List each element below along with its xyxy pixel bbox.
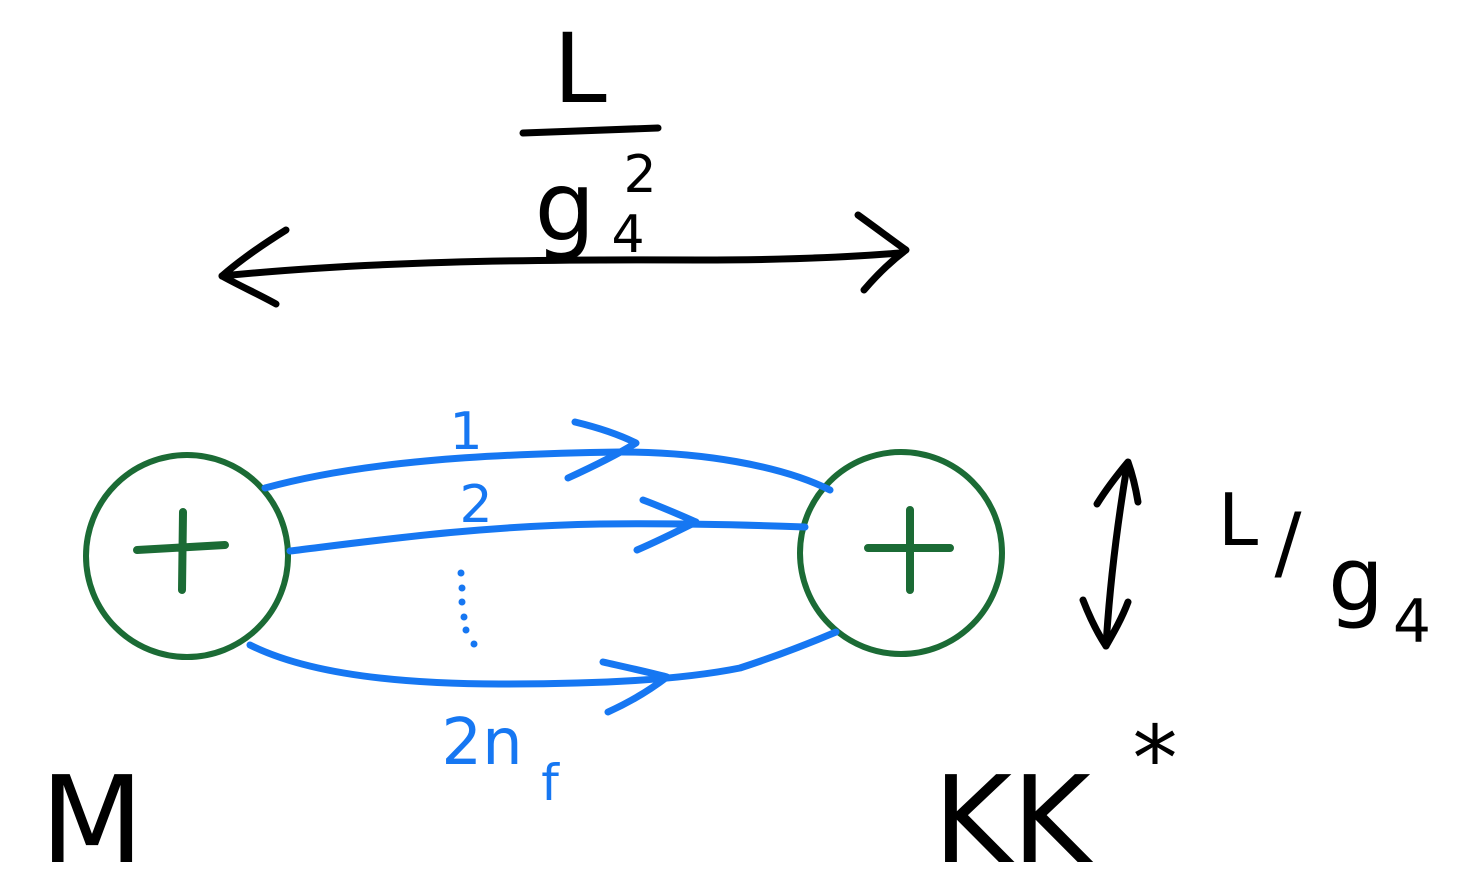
separation-denominator-base: g: [535, 151, 596, 263]
flux-label-2: 2: [459, 475, 492, 535]
size-subscript: 4: [1393, 587, 1431, 657]
size-arrowhead-top: [1093, 458, 1142, 508]
flux-label-2nf: 2n: [441, 706, 522, 780]
flux-arrowhead-top: [564, 418, 640, 482]
size-numerator: L: [1218, 478, 1258, 562]
monopole-right-label: KK: [933, 752, 1094, 891]
flux-label-1: 1: [449, 402, 482, 462]
separation-label: L g 2 4: [519, 13, 662, 265]
monopole-left-circle: [83, 452, 291, 660]
flux-line-middle: [286, 520, 809, 555]
separation-denominator-subscript: 4: [611, 205, 644, 265]
size-label: L / g 4: [1218, 478, 1431, 657]
flux-lines: [246, 418, 840, 716]
monopole-right-superscript: *: [1133, 707, 1178, 812]
separation-double-arrow: [218, 211, 910, 308]
separation-fraction-bar: [519, 124, 662, 137]
size-slash: /: [1275, 496, 1302, 589]
flux-ellipsis: [457, 569, 478, 648]
monopole-left: [83, 452, 291, 660]
flux-labels: 1 2 2n f: [441, 402, 560, 812]
flux-line-top: [261, 448, 834, 494]
flux-arrowhead-bottom: [599, 658, 671, 716]
flux-label-2nf-subscript: f: [541, 754, 560, 812]
monopole-right: [797, 449, 1005, 657]
monopole-left-label: M: [40, 752, 144, 891]
separation-arrowhead-left: [218, 226, 290, 308]
plus-icon: [133, 508, 229, 594]
size-arrowhead-bottom: [1079, 596, 1132, 650]
separation-arrowhead-right: [854, 211, 910, 294]
separation-numerator: L: [553, 13, 606, 125]
separation-arrow-shaft: [218, 249, 904, 280]
monopole-right-circle: [797, 449, 1005, 657]
separation-denominator-superscript: 2: [623, 145, 656, 205]
plus-icon: [864, 506, 954, 594]
flux-line-bottom: [246, 628, 840, 688]
flux-arrowhead-middle: [633, 496, 700, 554]
size-arrow-shaft: [1102, 462, 1131, 650]
size-base: g: [1328, 528, 1384, 631]
size-double-arrow: [1079, 458, 1142, 650]
